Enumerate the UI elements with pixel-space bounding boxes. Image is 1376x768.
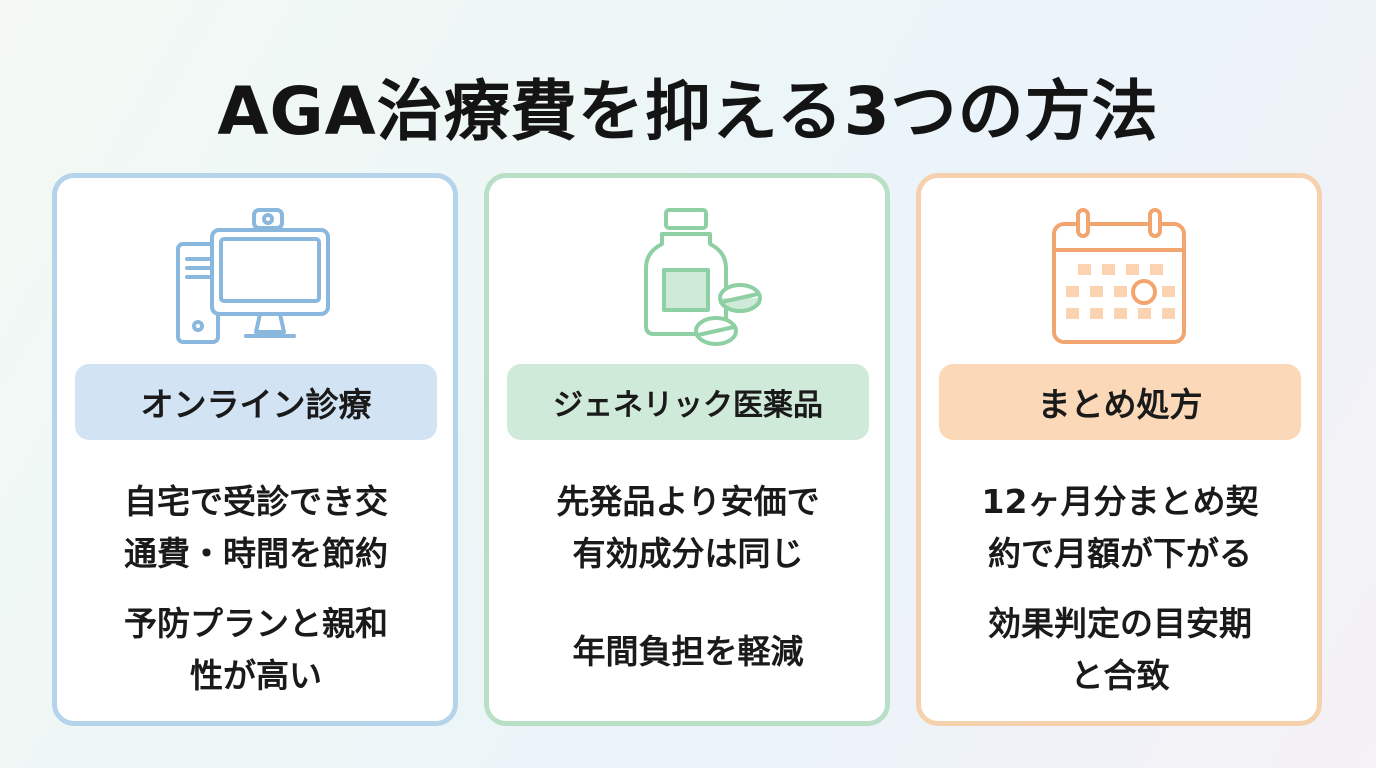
calendar-icon: [921, 204, 1317, 354]
description-line: 通費・時間を節約: [124, 534, 388, 573]
card-description-primary: 自宅で受診でき交 通費・時間を節約: [71, 476, 441, 580]
description-line: 約で月額が下がる: [988, 534, 1252, 573]
card-label: まとめ処方: [939, 364, 1301, 440]
description-line: 先発品より安価で: [556, 482, 820, 521]
card-description-primary: 12ヶ月分まとめ契 約で月額が下がる: [935, 476, 1305, 580]
medicine-bottle-pills-icon: [489, 204, 885, 354]
card-description-secondary: 効果判定の目安期 と合致: [935, 598, 1305, 702]
description-line: 効果判定の目安期: [988, 604, 1252, 643]
card-label: オンライン診療: [75, 364, 437, 440]
card-description-secondary: 年間負担を軽減: [503, 626, 873, 678]
description-line: と合致: [1070, 656, 1170, 695]
description-line: 予防プランと親和: [124, 604, 388, 643]
card-label: ジェネリック医薬品: [507, 364, 869, 440]
page-title: AGA治療費を抑える3つの方法: [217, 73, 1159, 150]
card-description-primary: 先発品より安価で 有効成分は同じ: [503, 476, 873, 580]
description-line: 性が高い: [190, 656, 322, 695]
description-line: 年間負担を軽減: [572, 632, 804, 671]
card-generic-medicine: ジェネリック医薬品 先発品より安価で 有効成分は同じ 年間負担を軽減: [484, 173, 890, 726]
desktop-computer-icon: [57, 204, 453, 354]
description-line: 12ヶ月分まとめ契: [981, 482, 1259, 521]
card-description-secondary: 予防プランと親和 性が高い: [71, 598, 441, 702]
description-line: 自宅で受診でき交: [124, 482, 388, 521]
card-bulk-prescription: まとめ処方 12ヶ月分まとめ契 約で月額が下がる 効果判定の目安期 と合致: [916, 173, 1322, 726]
card-online-consultation: オンライン診療 自宅で受診でき交 通費・時間を節約 予防プランと親和 性が高い: [52, 173, 458, 726]
description-line: 有効成分は同じ: [572, 534, 804, 573]
